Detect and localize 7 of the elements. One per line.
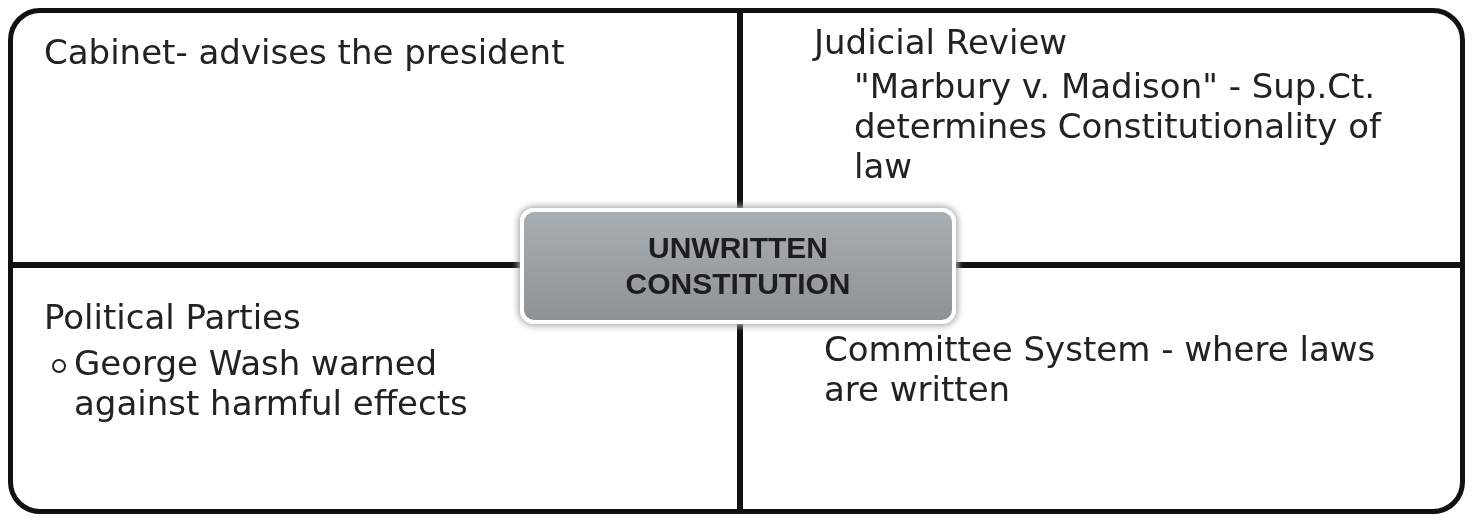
note-text: Cabinet- advises the president bbox=[44, 32, 566, 72]
topic-box: UNWRITTEN CONSTITUTION bbox=[520, 208, 956, 324]
note-text: "Marbury v. Madison" - Sup.Ct. determines Constitutionality of law bbox=[854, 66, 1383, 186]
heading-text: Judicial Review bbox=[814, 22, 1069, 62]
note-text: George Wash warned against harmful effects bbox=[74, 343, 469, 423]
note-text: Committee System - where laws are written bbox=[824, 329, 1377, 409]
heading-text: Political Parties bbox=[44, 297, 302, 337]
